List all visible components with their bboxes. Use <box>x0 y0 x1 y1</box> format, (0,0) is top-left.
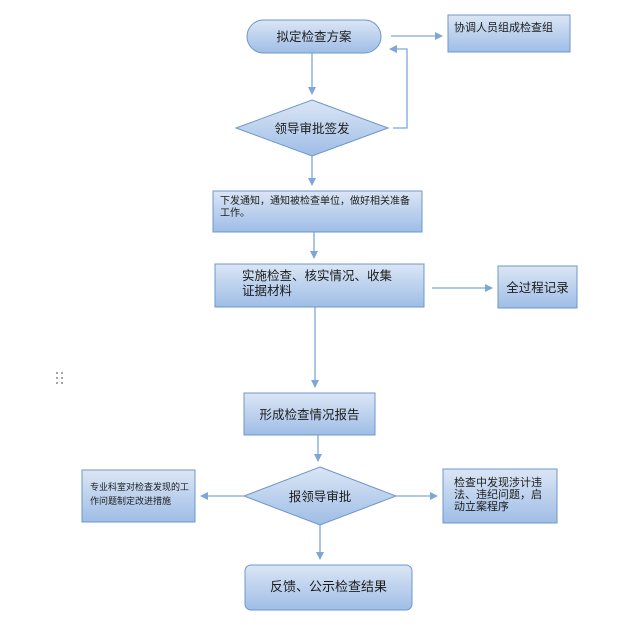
violation-case-node[interactable] <box>442 468 558 524</box>
arrow-approve-back-to-plan <box>389 45 408 129</box>
drag-handle-icon[interactable] <box>56 372 64 388</box>
publish-result-label: 反馈、公示检查结果 <box>269 579 387 595</box>
rectify-notice-label: 专业科室对检查发现的工作问题制定改进措施 <box>90 483 190 507</box>
implement-check-label: 实施检查、核实情况、收集证据材料 <box>242 268 393 298</box>
form-report-node[interactable] <box>243 392 376 436</box>
form-report-label: 形成检查情况报告 <box>259 406 360 422</box>
leader-approve-label: 领导审批签发 <box>274 120 350 136</box>
draft-plan-label: 拟定检查方案 <box>276 29 352 44</box>
rectify-notice-node[interactable] <box>81 469 196 523</box>
implement-check-node[interactable] <box>214 263 425 308</box>
publish-result-node[interactable] <box>244 564 413 611</box>
violation-case-label: 检查中发现涉计违法、违纪问题，启动立案程序 <box>454 475 542 514</box>
full-record-node[interactable] <box>497 265 578 309</box>
draft-plan-node[interactable] <box>246 19 382 54</box>
report-leader-label: 报领导审批 <box>288 488 352 504</box>
issue-notice-node[interactable] <box>212 190 423 233</box>
issue-notice-label: 下发通知，通知被检查单位，做好相关准备工作。 <box>220 196 410 219</box>
full-record-label: 全过程记录 <box>506 279 569 295</box>
coordinate-team-node[interactable] <box>447 14 571 53</box>
coordinate-team-label: 协调人员组成检查组 <box>454 21 553 35</box>
